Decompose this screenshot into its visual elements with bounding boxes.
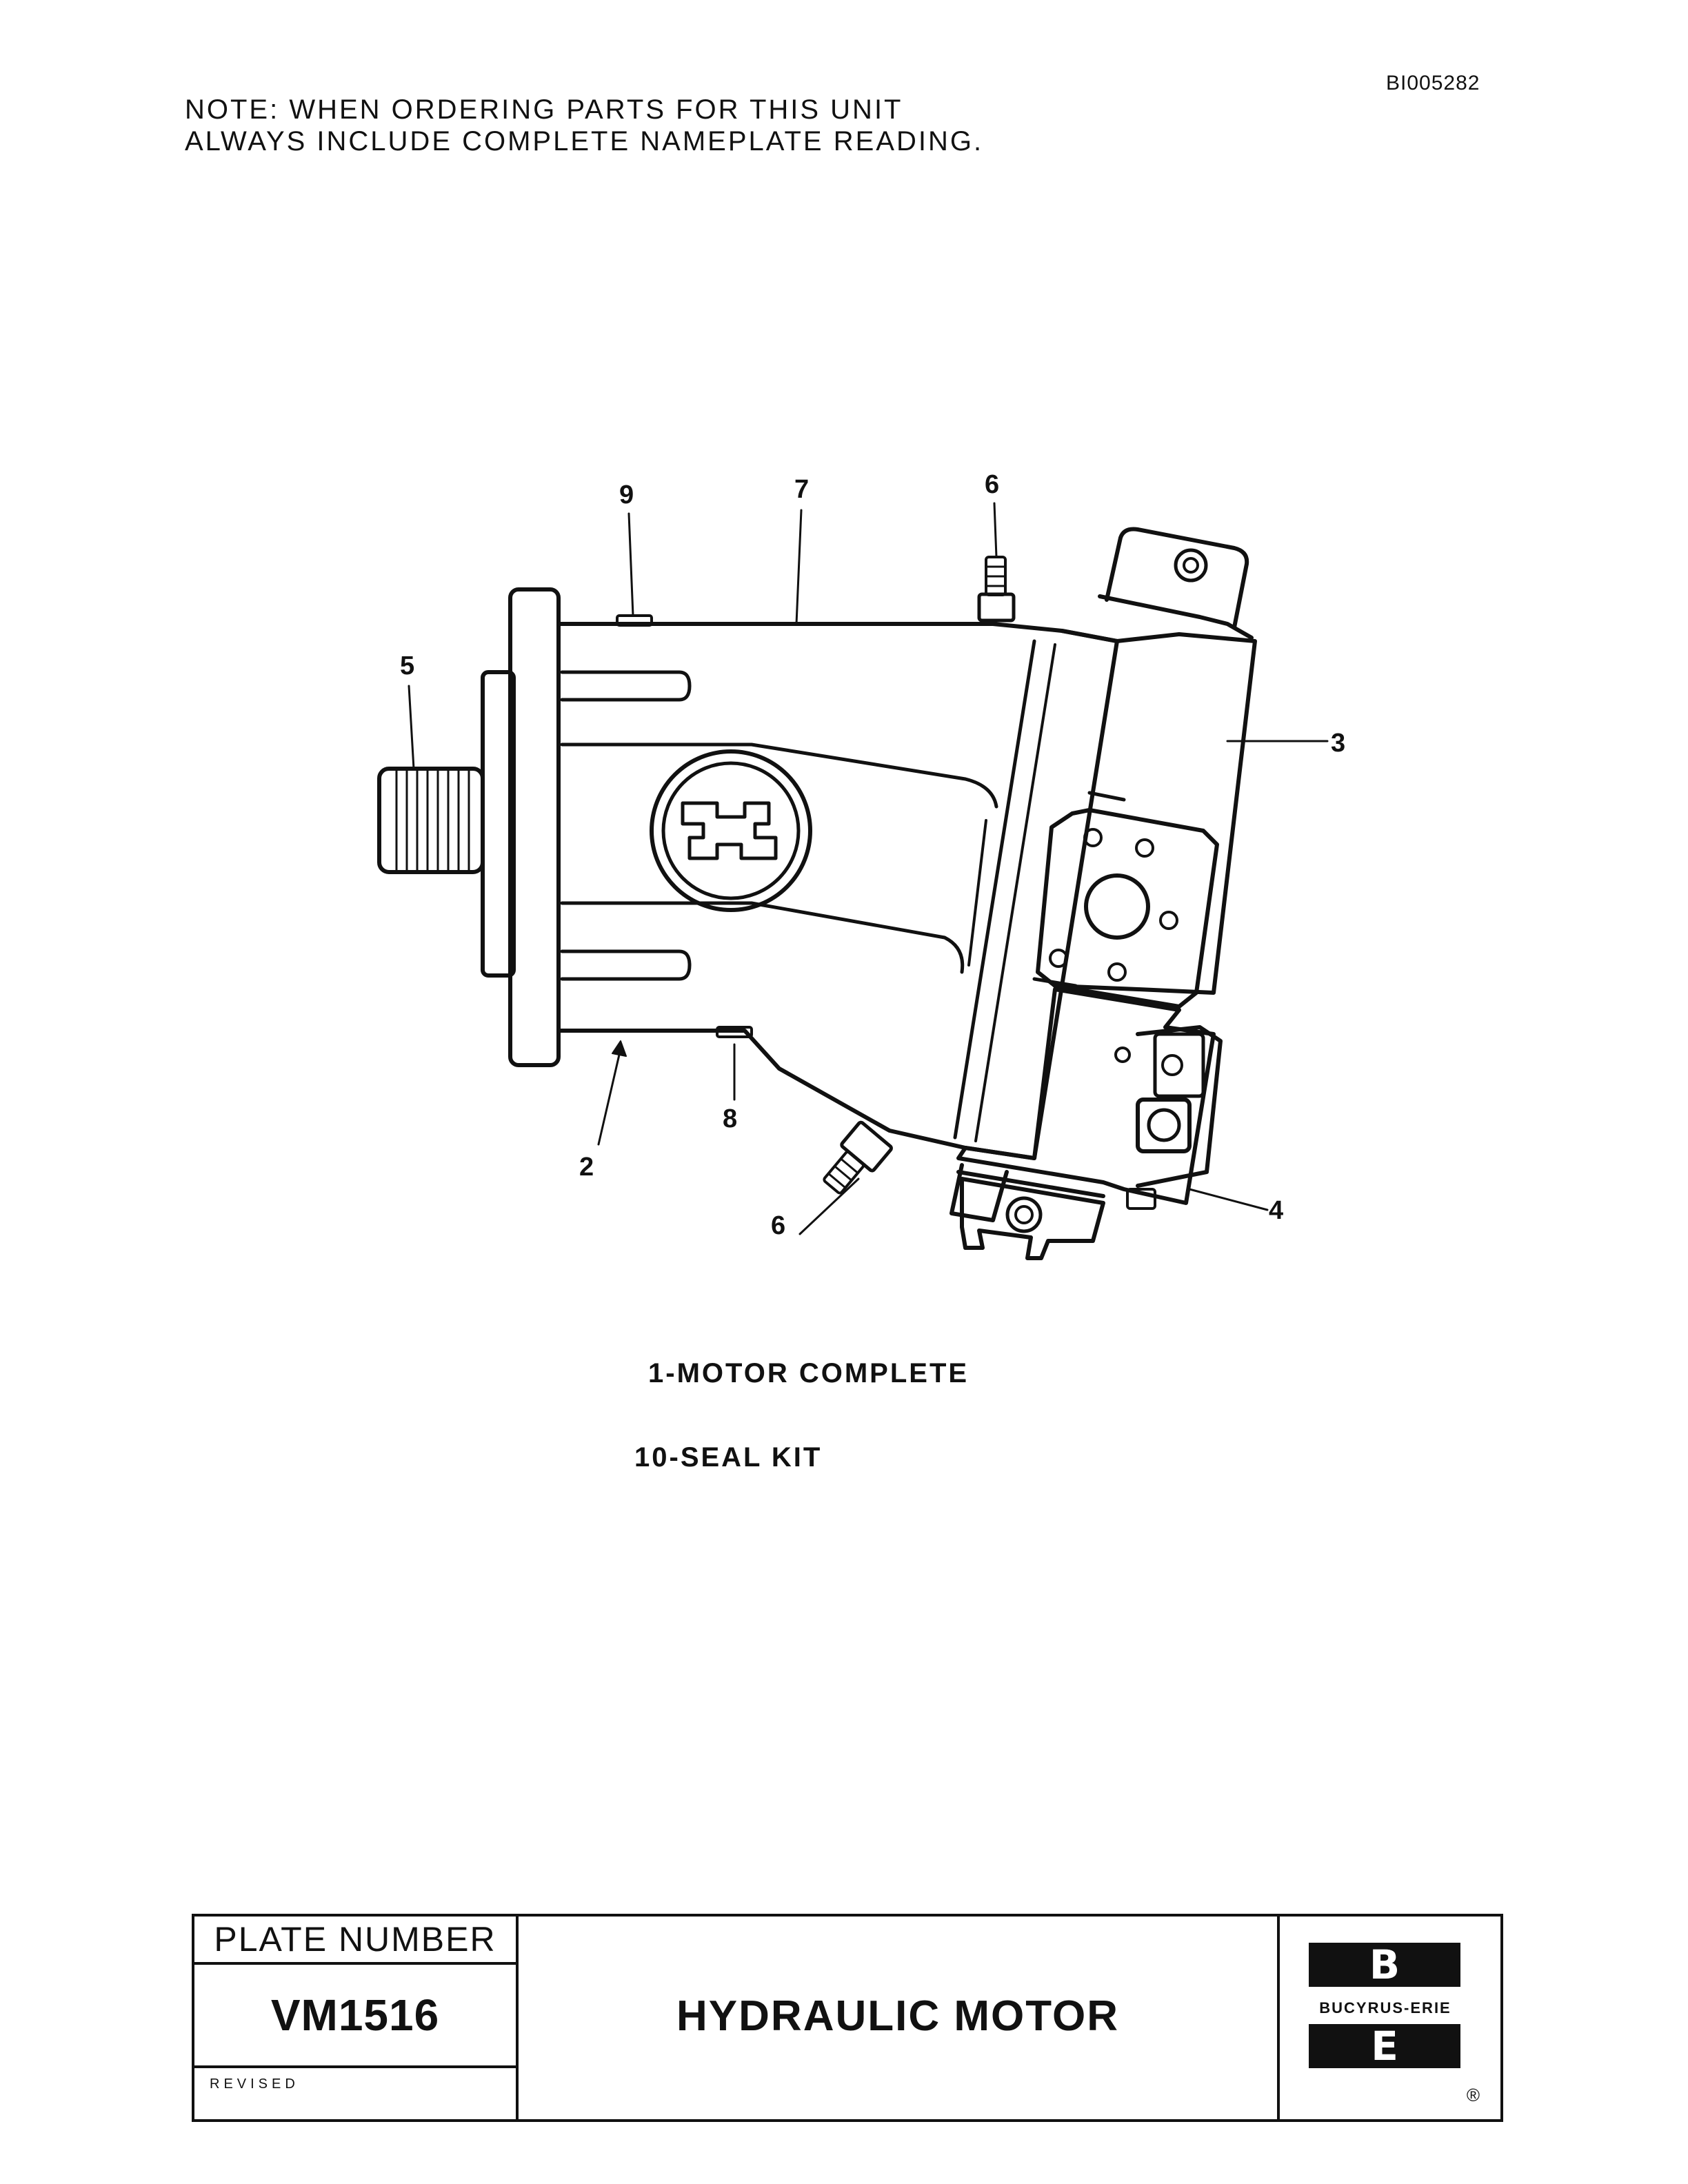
- callout-3: 3: [1331, 729, 1345, 758]
- plate-number-cell: PLATE NUMBER VM1516 REVISED: [194, 1917, 519, 2119]
- drawing-title: HYDRAULIC MOTOR: [519, 1917, 1280, 2119]
- mounting-flange: [508, 587, 561, 1067]
- plate-number: VM1516: [194, 1965, 516, 2068]
- callout-6-top: 6: [985, 470, 999, 499]
- parts-list-item-motor: 1-MOTOR COMPLETE: [648, 1358, 969, 1388]
- revised-label: REVISED: [210, 2076, 299, 2092]
- control-housing: [1032, 594, 1257, 995]
- callout-2: 2: [579, 1153, 594, 1182]
- bleeder-screw-bottom: [823, 1120, 893, 1195]
- callout-6-bottom: 6: [771, 1211, 785, 1240]
- leader-lines: [408, 502, 1329, 1235]
- logo-company-name: BUCYRUS-ERIE: [1319, 1999, 1451, 2016]
- manufacturer-emblem-icon: [650, 749, 812, 912]
- pilot-boss: [481, 670, 516, 978]
- port-flange: [1036, 808, 1219, 1009]
- ordering-note: NOTE: WHEN ORDERING PARTS FOR THIS UNIT …: [185, 94, 983, 157]
- callout-9: 9: [619, 481, 634, 509]
- registered-mark: ®: [1466, 2085, 1480, 2105]
- bottom-port-boss: [960, 1177, 1156, 1260]
- parts-list-item-seal-kit: 10-SEAL KIT: [634, 1442, 823, 1473]
- document-id: BI005282: [1386, 72, 1480, 94]
- logo-letter-e: E: [1309, 2024, 1460, 2068]
- company-logo: B BUCYRUS-ERIE E ®: [1280, 1917, 1500, 2119]
- bleeder-screw-top: [977, 556, 1016, 623]
- motor-housing: [556, 622, 1119, 1160]
- ordering-note-line-2: ALWAYS INCLUDE COMPLETE NAMEPLATE READIN…: [185, 126, 984, 156]
- callout-5: 5: [400, 651, 414, 680]
- callout-7: 7: [794, 475, 809, 504]
- ordering-note-line-1: NOTE: WHEN ORDERING PARTS FOR THIS UNIT: [185, 94, 903, 125]
- solenoid-cap: [1105, 527, 1249, 629]
- plug-9: [616, 614, 653, 627]
- title-block: PLATE NUMBER VM1516 REVISED HYDRAULIC MO…: [192, 1914, 1503, 2122]
- logo-letter-b: B: [1309, 1943, 1460, 1987]
- callout-4: 4: [1269, 1196, 1283, 1225]
- spline-shaft: [377, 767, 485, 874]
- callout-8: 8: [723, 1104, 737, 1133]
- plate-number-label: PLATE NUMBER: [194, 1917, 516, 1965]
- plug-8: [716, 1026, 753, 1038]
